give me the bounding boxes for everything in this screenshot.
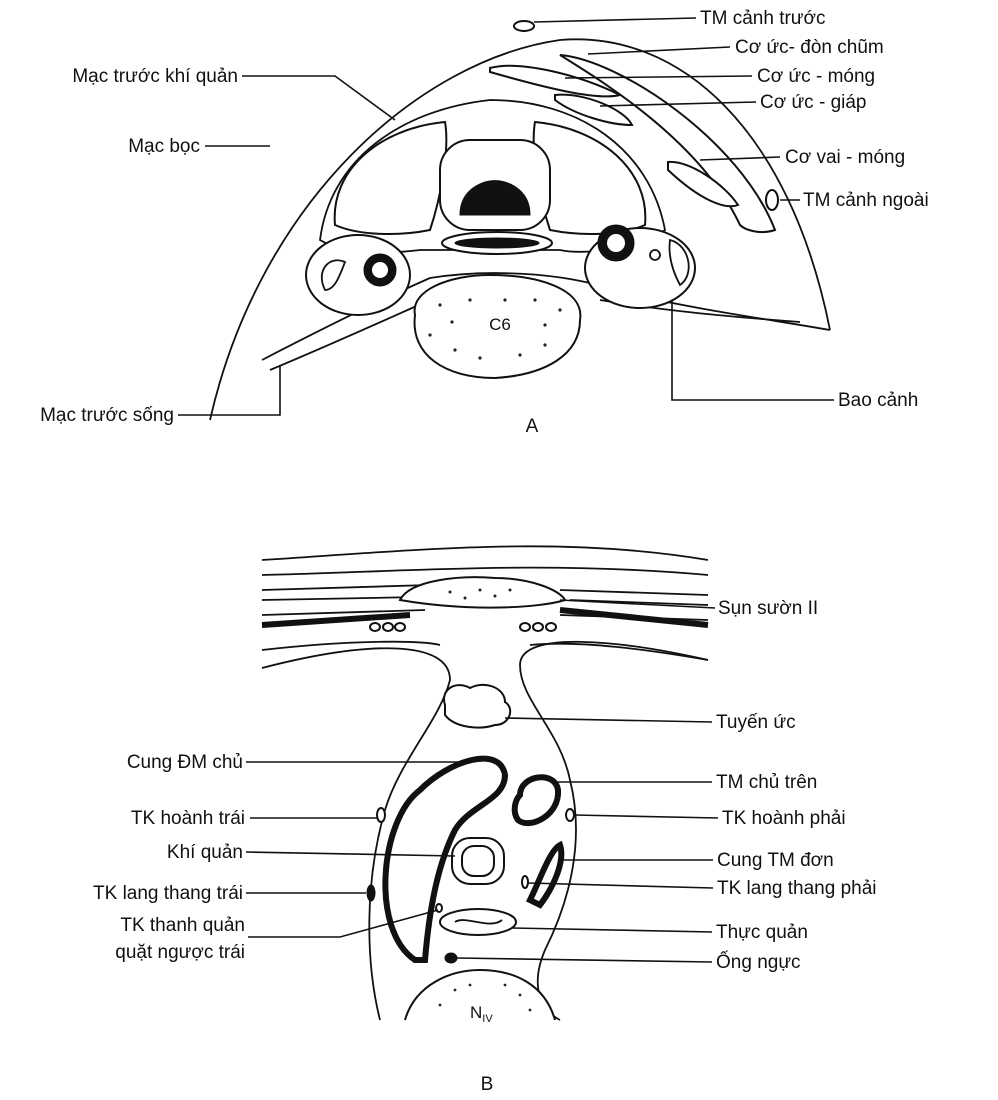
panel-a-letter: A	[526, 416, 539, 437]
leader-bao-canh	[672, 300, 834, 400]
superior-vena-cava	[515, 777, 558, 823]
label-co-uc-mong: Cơ ức - móng	[757, 66, 875, 87]
intercostal-vessels	[370, 623, 556, 631]
leader-mac-truoc-khi-quan	[242, 76, 395, 120]
label-tk-thanh-quan-line2: quặt ngược trái	[115, 942, 245, 963]
panel-a: C6 TM cảnh trước Cơ ức- đòn chũm Cơ ức -…	[40, 8, 929, 437]
right-phrenic-nerve	[566, 809, 574, 821]
mediastinum-outline-right	[520, 642, 708, 1020]
label-tk-thanh-quan-line1: TK thanh quản	[120, 915, 245, 936]
label-co-uc-giap: Cơ ức - giáp	[760, 92, 867, 113]
right-vagus-nerve	[522, 876, 528, 888]
label-tm-canh-ngoai: TM cảnh ngoài	[803, 190, 929, 211]
panel-b-letter: B	[481, 1074, 494, 1095]
leader-tk-lang-thang-phai	[528, 883, 713, 888]
leader-tk-hoanh-phai	[574, 815, 718, 818]
label-tk-lang-thang-trai: TK lang thang trái	[93, 883, 243, 904]
thyroid-left-lobe	[335, 122, 447, 234]
left-vagus-nerve	[367, 885, 375, 901]
label-tk-hoanh-phai: TK hoành phải	[722, 808, 846, 829]
carotid-artery-left-lumen	[372, 262, 388, 278]
label-ong-nguc: Ống ngực	[716, 951, 801, 973]
label-khi-quan: Khí quản	[167, 842, 243, 863]
costal-cartilage-ii	[400, 577, 565, 607]
panel-b: NIV Cung ĐM chủ TK hoành trái Khí quản T…	[93, 546, 877, 1095]
azygos-arch	[530, 845, 561, 905]
label-sun-suon: Sụn sườn II	[718, 598, 818, 619]
carotid-artery-right-lumen	[607, 234, 625, 252]
label-mac-boc: Mạc bọc	[128, 136, 200, 157]
trachea-b-lumen	[462, 846, 494, 876]
sternothyroid-muscle	[555, 95, 632, 125]
vertebra-c6-label: C6	[489, 315, 511, 334]
leader-mac-truoc-song	[178, 365, 280, 415]
left-phrenic-nerve	[377, 808, 385, 822]
thymus	[444, 685, 510, 728]
leader-tuyen-uc	[505, 718, 712, 722]
anterior-jugular-vein	[514, 21, 534, 31]
leader-co-uc-don-chum	[588, 47, 730, 54]
label-mac-truoc-song: Mạc trước sống	[40, 405, 174, 426]
external-jugular-vein	[766, 190, 778, 210]
label-thuc-quan: Thực quản	[716, 922, 808, 943]
esophagus-lumen	[455, 238, 539, 248]
label-bao-canh: Bao cảnh	[838, 390, 918, 411]
leader-co-uc-giap	[600, 102, 756, 106]
mediastinum-outline-left	[262, 648, 450, 1020]
leader-tk-thanh-quan	[248, 910, 438, 937]
label-tm-chu-tren: TM chủ trên	[716, 772, 817, 793]
label-co-uc-don-chum: Cơ ức- đòn chũm	[735, 37, 884, 58]
label-tk-hoanh-trai: TK hoành trái	[131, 808, 245, 829]
label-tuyen-uc: Tuyến ức	[716, 712, 796, 733]
leader-khi-quan	[246, 852, 455, 856]
label-co-vai-mong: Cơ vai - móng	[785, 147, 905, 168]
leader-tm-canh-truoc	[534, 18, 696, 22]
label-cung-tm-don: Cung TM đơn	[717, 850, 834, 871]
label-tm-canh-truoc: TM cảnh trước	[700, 8, 825, 29]
leader-ong-nguc	[457, 958, 712, 962]
thoracic-duct	[445, 953, 457, 963]
label-tk-lang-thang-phai: TK lang thang phải	[717, 878, 877, 899]
leader-thuc-quan	[512, 928, 712, 932]
label-mac-truoc-khi-quan: Mạc trước khí quản	[72, 66, 238, 87]
label-cung-dm-chu: Cung ĐM chủ	[127, 752, 243, 773]
